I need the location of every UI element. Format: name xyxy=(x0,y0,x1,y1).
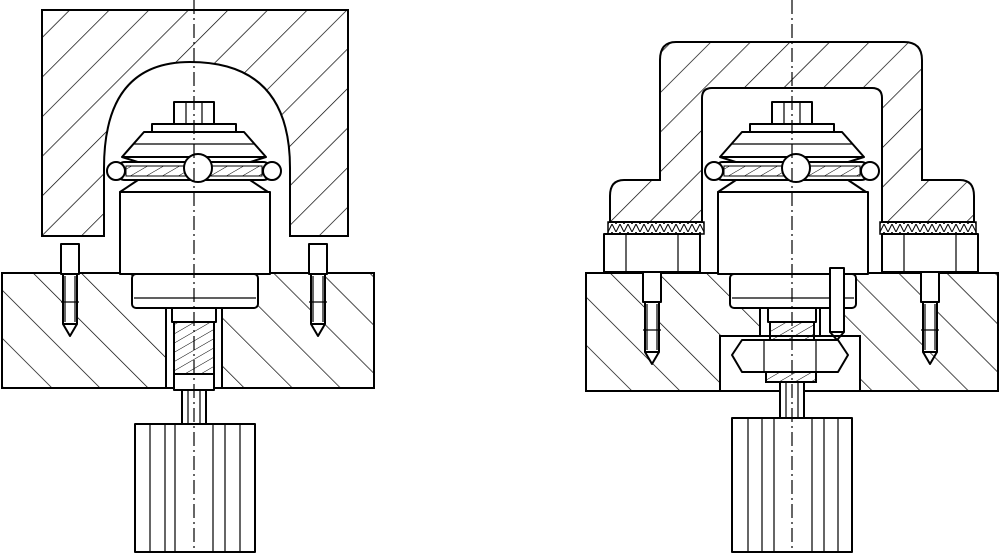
right-view xyxy=(585,0,999,553)
right-serration-right xyxy=(879,221,977,235)
right-hex-nut-right xyxy=(881,233,979,273)
left-fluted-shaft xyxy=(134,423,256,553)
right-hex-nut-left xyxy=(603,233,701,273)
left-view xyxy=(1,0,375,553)
right-cover-block xyxy=(609,41,975,223)
left-screw-b xyxy=(308,243,328,337)
right-locating-pin xyxy=(829,267,845,341)
right-screw-a xyxy=(642,271,662,365)
left-top-block xyxy=(41,9,349,237)
right-serration-left xyxy=(607,221,705,235)
right-screw-b xyxy=(920,271,940,365)
left-screw-a xyxy=(60,243,80,337)
